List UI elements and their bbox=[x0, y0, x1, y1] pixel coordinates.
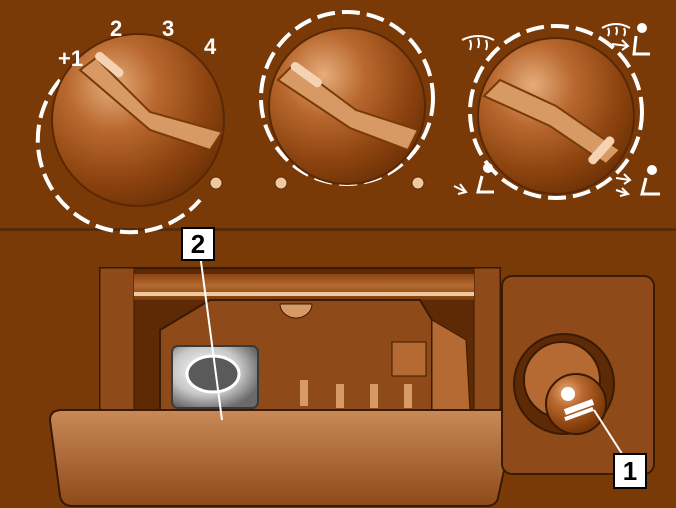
callout-2: 2 bbox=[181, 227, 223, 421]
air-distribution-knob-indicator bbox=[588, 136, 615, 165]
lower-console bbox=[48, 267, 655, 507]
fan-dial-label: 2 bbox=[110, 16, 122, 41]
callout-2-number: 2 bbox=[191, 229, 205, 259]
fan-knob-indicator bbox=[95, 51, 124, 78]
air-distribution-dial[interactable] bbox=[453, 23, 660, 200]
callout-2-leader bbox=[199, 253, 223, 421]
temperature-dial[interactable] bbox=[259, 10, 435, 190]
temperature-knob-indicator bbox=[290, 61, 322, 88]
ashtray-tray-rib bbox=[300, 380, 308, 406]
panel-edge-line bbox=[0, 228, 676, 231]
ashtray-tray-rib bbox=[336, 384, 344, 408]
ashtray-tray-block bbox=[391, 341, 427, 377]
fan-dial-label: 3 bbox=[162, 16, 174, 41]
callout-2-box bbox=[181, 227, 215, 261]
ashtray-tray-bump bbox=[279, 303, 313, 319]
ashtray-frame-right bbox=[473, 267, 501, 419]
callout-1-number: 1 bbox=[623, 456, 637, 486]
ashtray-tray-rib bbox=[370, 384, 378, 408]
ashtray-top-rail bbox=[134, 274, 474, 300]
ashtray-drawer[interactable] bbox=[48, 409, 516, 507]
foot-and-defrost-occupant-icon bbox=[615, 165, 660, 197]
footwell-occupant-icon bbox=[453, 163, 494, 195]
callout-1-leader bbox=[593, 409, 627, 461]
fan-dial-label: 4 bbox=[204, 34, 217, 59]
air-distribution-knob-grip bbox=[482, 78, 622, 166]
cigarette-lighter-knob[interactable] bbox=[545, 373, 607, 435]
temperature-dial-dot-left bbox=[274, 176, 288, 190]
callout-1-box bbox=[613, 453, 647, 489]
callout-1: 1 bbox=[593, 409, 647, 489]
ashtray-frame-left bbox=[99, 267, 135, 419]
ashtray-tray-rib bbox=[404, 384, 412, 408]
fan-speed-dial[interactable]: +1 2 3 4 bbox=[35, 16, 225, 235]
ashtray-top-rail-highlight bbox=[134, 292, 474, 296]
ashtray-snuffer-opening bbox=[185, 354, 241, 394]
cigarette-lighter-icon bbox=[561, 387, 595, 422]
air-distribution-scale-ring bbox=[468, 24, 644, 200]
temperature-dial-dot-right bbox=[411, 176, 425, 190]
fan-dial-off-dot bbox=[209, 176, 223, 190]
defrost-and-occupant-icon bbox=[601, 23, 650, 56]
fan-dial-label: +1 bbox=[58, 46, 83, 71]
windshield-defrost-icon bbox=[461, 35, 495, 51]
